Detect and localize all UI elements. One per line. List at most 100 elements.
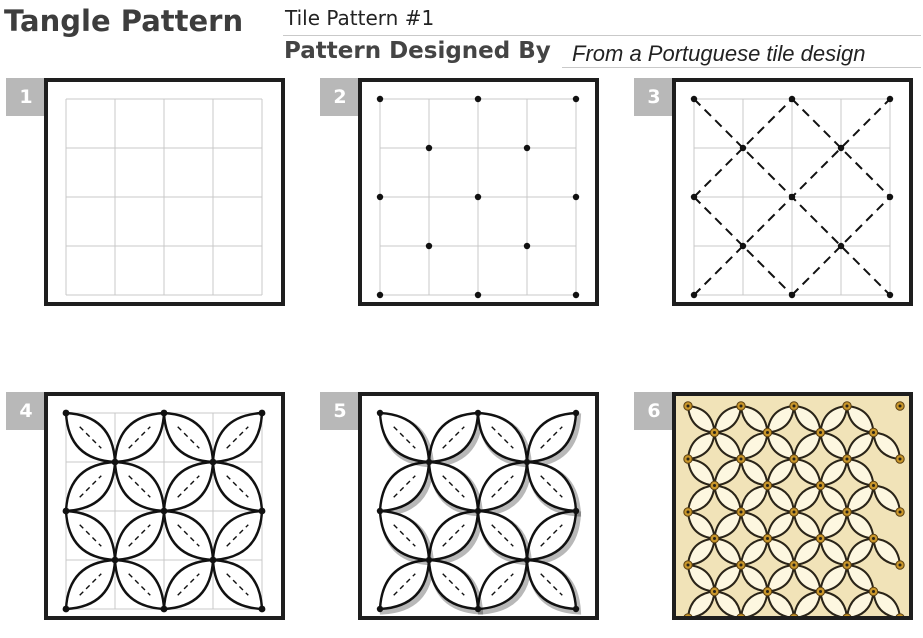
gold-dot (736, 613, 746, 616)
dot (739, 404, 743, 408)
petal-shape (427, 558, 480, 611)
petal-shape (64, 411, 117, 464)
dot (686, 510, 690, 514)
divider (562, 67, 921, 68)
petal-shape (162, 460, 215, 513)
dot (788, 193, 796, 201)
dot (713, 537, 716, 540)
dot (819, 537, 822, 540)
petal-vein (79, 475, 102, 498)
dot (739, 510, 743, 514)
dot (62, 605, 70, 613)
step-number-badge: 2 (320, 78, 360, 116)
dot (713, 484, 716, 487)
dot (523, 144, 531, 152)
petal-shape (378, 509, 431, 562)
dot (474, 95, 482, 103)
dot (837, 242, 845, 250)
petal-vein (79, 573, 102, 596)
petal-shape (211, 460, 264, 513)
petal-shape (378, 411, 431, 464)
step-1-drawing (65, 98, 263, 296)
petal-shape (872, 590, 901, 616)
dot (572, 193, 580, 201)
dot (474, 193, 482, 201)
dot (690, 291, 698, 299)
petal-shape (476, 460, 529, 513)
dot (474, 409, 482, 417)
dot (845, 563, 849, 567)
dot (886, 193, 894, 201)
step-4-drawing (62, 409, 266, 613)
dashed-diagonal-line (693, 98, 793, 198)
step-3-drawing (690, 95, 894, 299)
petal-vein (79, 426, 102, 449)
petal-shape (162, 558, 215, 611)
dot (686, 404, 690, 408)
petal-vein (177, 573, 200, 596)
dot (886, 291, 894, 299)
dot (474, 291, 482, 299)
dot (523, 458, 531, 466)
dot (766, 590, 769, 593)
dot (258, 507, 266, 515)
petal-shape (427, 460, 480, 513)
dot (111, 458, 119, 466)
step-number-badge: 3 (634, 78, 674, 116)
dot (686, 457, 690, 461)
dot (713, 590, 716, 593)
dot (819, 484, 822, 487)
dot (898, 404, 902, 408)
petal-vein (128, 426, 151, 449)
dot (474, 605, 482, 613)
petal-shape (113, 558, 166, 611)
dot (62, 409, 70, 417)
dot (523, 242, 531, 250)
dot (690, 95, 698, 103)
dot (739, 242, 747, 250)
dot (62, 507, 70, 515)
dot (837, 144, 845, 152)
dot (739, 457, 743, 461)
dot (523, 556, 531, 564)
petal-vein (128, 573, 151, 596)
step-frame (358, 392, 599, 620)
petal-shape (525, 509, 578, 562)
dot (898, 563, 902, 567)
dot (572, 507, 580, 515)
dot (792, 404, 796, 408)
petal-vein (226, 426, 249, 449)
dashed-diagonal-line (791, 98, 891, 198)
dashed-diagonal-line (693, 196, 793, 296)
dot (690, 193, 698, 201)
petal-shape (427, 509, 480, 562)
dot (739, 563, 743, 567)
dot (376, 409, 384, 417)
dot (788, 291, 796, 299)
dot (258, 605, 266, 613)
dot (160, 605, 168, 613)
step-frame (44, 392, 285, 620)
petal-shape (819, 590, 848, 616)
dot (425, 458, 433, 466)
dot (766, 484, 769, 487)
dot (425, 144, 433, 152)
dot (713, 431, 716, 434)
dot (845, 404, 849, 408)
pattern-name: Tile Pattern #1 (285, 6, 435, 30)
dot (872, 431, 875, 434)
dot (160, 507, 168, 515)
petal-vein (226, 524, 249, 547)
designer-name: From a Portuguese tile design (572, 41, 866, 66)
step-number-badge: 4 (6, 392, 46, 430)
dot (819, 590, 822, 593)
step-frame (672, 78, 913, 306)
dot (845, 457, 849, 461)
dot (425, 242, 433, 250)
step-number-badge: 5 (320, 392, 360, 430)
petal-shape (476, 509, 529, 562)
dot (819, 431, 822, 434)
dot (872, 537, 875, 540)
petal-shape (476, 558, 529, 611)
dot (376, 193, 384, 201)
